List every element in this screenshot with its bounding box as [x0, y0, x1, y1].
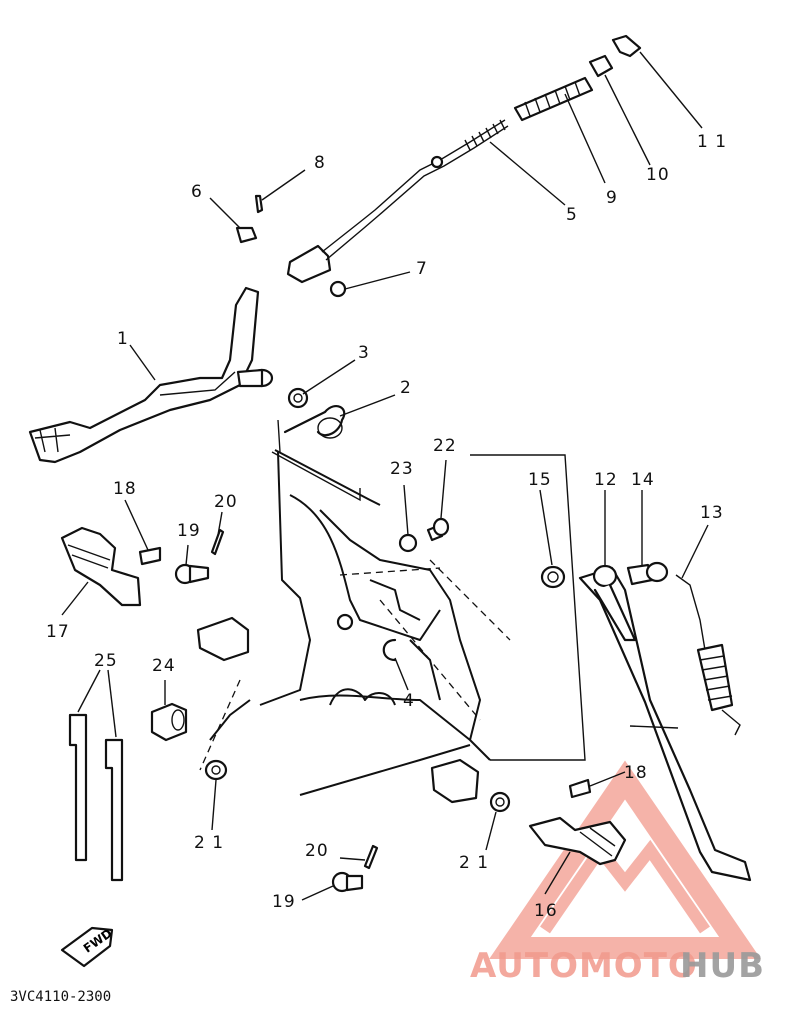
- callout-6: 6: [191, 182, 203, 202]
- callout-9: 9: [606, 188, 618, 208]
- callout-15: 15: [528, 470, 552, 490]
- callout-19-right: 19: [272, 892, 296, 912]
- part-6-pin: [235, 226, 258, 244]
- callout-17: 17: [46, 622, 70, 642]
- callout-19-left: 19: [177, 521, 201, 541]
- callout-22: 22: [433, 436, 457, 456]
- callout-23: 23: [390, 459, 414, 479]
- diagram-code: 3VC4110-2300: [10, 989, 111, 1005]
- callout-2: 2: [400, 378, 412, 398]
- callout-labels: 1 2 3 4 5 6 7 8 9 10 1 1 12 13 14 15 16 …: [46, 132, 727, 921]
- part-7-nut: [329, 280, 347, 298]
- part-8-cotter-pin: [254, 194, 264, 214]
- part-16-footrest: [528, 816, 627, 866]
- part-12-sidestand: [578, 564, 752, 882]
- part-13-spring: [675, 574, 741, 736]
- watermark-text-part2: HUB: [680, 946, 765, 986]
- part-5-brake-rod: [286, 119, 509, 284]
- callout-3: 3: [358, 343, 370, 363]
- part-20-cotter-pin-right: [363, 844, 379, 870]
- watermark-text-part1: AUTOMOTO: [470, 946, 698, 986]
- callout-7: 7: [416, 259, 428, 279]
- leader-lines: [61, 51, 709, 901]
- callout-10: 10: [646, 165, 670, 185]
- part-22-bolt: [426, 517, 450, 542]
- part-15-collar: [540, 565, 566, 589]
- callout-24: 24: [152, 656, 176, 676]
- callout-13: 13: [700, 503, 724, 523]
- frame-outline: [199, 419, 586, 796]
- part-24-bush: [150, 702, 188, 742]
- part-23-nut: [398, 533, 418, 553]
- part-2-spring: [283, 404, 346, 439]
- callout-21-left: 2 1: [194, 833, 224, 853]
- part-1-brake-pedal: [28, 286, 274, 464]
- callout-18-right: 18: [624, 763, 648, 783]
- part-14-bolt: [626, 561, 669, 586]
- watermark-triangle-logo: [489, 760, 761, 959]
- callout-20-right: 20: [305, 841, 329, 861]
- part-25-cable-tie-left: [68, 713, 88, 862]
- callout-4: 4: [403, 691, 415, 711]
- part-10-joint: [588, 54, 614, 78]
- part-20-cotter-pin-left: [210, 528, 225, 556]
- part-18-spring-left: [138, 546, 162, 566]
- callout-21-right: 2 1: [459, 853, 489, 873]
- part-3-washer: [287, 387, 309, 409]
- part-11-wing-nut: [611, 34, 642, 58]
- part-21-washer-left: [204, 759, 228, 781]
- part-19-pin-right: [331, 871, 364, 893]
- watermark-text: AUTOMOTO HUB: [470, 946, 765, 986]
- frame-mount-brackets: [196, 613, 480, 804]
- callout-8: 8: [314, 153, 326, 173]
- callout-1: 1: [117, 329, 129, 349]
- part-9-spring: [513, 76, 594, 122]
- part-21-washer-right: [489, 791, 511, 813]
- part-25-cable-tie-right: [104, 738, 124, 882]
- callout-16: 16: [534, 901, 558, 921]
- callout-12: 12: [594, 470, 618, 490]
- callout-14: 14: [631, 470, 655, 490]
- callout-18-left: 18: [113, 479, 137, 499]
- part-19-pin-left: [174, 563, 210, 585]
- part-4-circlip: [382, 638, 397, 662]
- part-18-spring-right: [568, 778, 592, 799]
- fwd-arrow-icon: FWD: [60, 926, 115, 968]
- callout-11: 1 1: [697, 132, 727, 152]
- callout-25: 25: [94, 651, 118, 671]
- callout-5: 5: [566, 205, 578, 225]
- callout-20-left: 20: [214, 492, 238, 512]
- part-17-footrest: [60, 526, 142, 607]
